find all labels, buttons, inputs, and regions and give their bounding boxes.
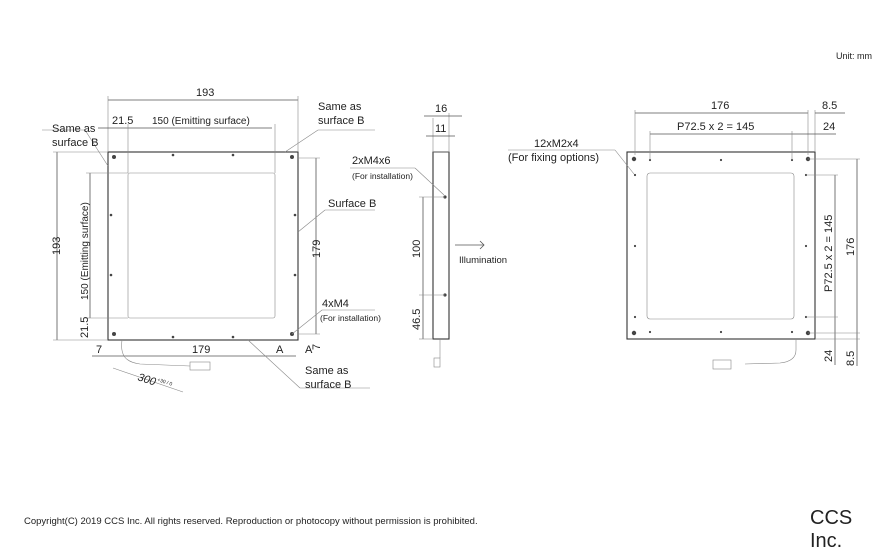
dim-spacing-46-5: 46.5 <box>411 309 423 330</box>
dim-offset-left: 21.5 <box>112 115 133 127</box>
label-same-as-b-b-1: Same as <box>305 365 349 377</box>
dim-cable-length: 300 <box>136 371 158 388</box>
dim-rear-height: 176 <box>845 238 857 256</box>
label-same-as-b-tl-2: surface B <box>52 137 98 149</box>
dim-depth-total: 16 <box>435 103 447 115</box>
illumination-arrow-icon <box>455 240 485 250</box>
label-m4x6: 2xM4x6 <box>352 155 391 167</box>
side-view: 16 11 2xM4x6 (For installation) 100 46.5… <box>350 103 507 368</box>
dim-width-total: 193 <box>196 87 214 99</box>
rear-connector <box>712 359 732 370</box>
section-a-right: A <box>305 344 313 356</box>
dim-rear-offset-24: 24 <box>823 121 835 133</box>
dim-rear-offset-24-bottom: 24 <box>823 350 835 362</box>
dim-hole-spacing-h: 179 <box>192 344 210 356</box>
dim-spacing-100: 100 <box>411 240 423 258</box>
label-same-as-b-b-2: surface B <box>305 379 351 391</box>
mounting-holes <box>109 153 297 339</box>
dim-depth-inner: 11 <box>435 123 446 135</box>
dim-rear-pitch-h: P72.5 x 2 = 145 <box>677 121 754 133</box>
dim-rear-offset-8-5-bottom: 8.5 <box>845 351 857 366</box>
dim-rear-width: 176 <box>711 100 729 112</box>
dim-edge-offset-right: 7 <box>311 344 323 350</box>
rear-window <box>646 172 795 320</box>
label-same-as-b-tr-2: surface B <box>318 115 364 127</box>
dim-rear-pitch-v: P72.5 x 2 = 145 <box>823 215 835 292</box>
side-connector <box>433 357 441 368</box>
rear-cable <box>744 339 797 365</box>
dim-cable-tolerance: +30 / 0 <box>156 377 173 388</box>
dim-height-total: 193 <box>51 237 63 255</box>
front-connector <box>189 361 211 371</box>
section-a-left: A <box>276 344 284 356</box>
label-same-as-b-tl-1: Same as <box>52 123 96 135</box>
emitting-surface <box>127 172 276 319</box>
label-m2-note: (For fixing options) <box>508 152 599 164</box>
label-m4x6-note: (For installation) <box>352 171 413 181</box>
copyright-notice: Copyright(C) 2019 CCS Inc. All rights re… <box>24 516 478 527</box>
label-surface-b: Surface B <box>328 198 376 210</box>
brand-logo-text: CCS Inc. <box>810 507 853 552</box>
front-view: 193 21.5 150 (Emitting surface) Same as … <box>42 87 381 393</box>
dim-emitting-height: 150 (Emitting surface) <box>80 202 91 300</box>
unit-label: Unit: mm <box>836 51 872 61</box>
dim-offset-bottom: 21.5 <box>79 317 91 338</box>
side-profile <box>432 151 450 340</box>
dim-emitting-width: 150 (Emitting surface) <box>152 116 250 127</box>
dim-rear-offset-8-5: 8.5 <box>822 100 837 112</box>
dim-hole-spacing-v: 179 <box>311 240 323 258</box>
label-m4-note: (For installation) <box>320 313 381 323</box>
label-m4: 4xM4 <box>322 298 349 310</box>
rear-panel-outline <box>626 151 816 340</box>
label-illumination: Illumination <box>459 255 507 266</box>
label-same-as-b-tr-1: Same as <box>318 101 362 113</box>
rear-view: 176 8.5 P72.5 x 2 = 145 24 12xM2x4 (For … <box>508 100 860 370</box>
dim-edge-offset: 7 <box>96 344 102 356</box>
front-panel-outline <box>107 151 299 341</box>
fixing-holes <box>631 156 811 336</box>
front-cable <box>121 339 191 367</box>
label-m2: 12xM2x4 <box>534 138 579 150</box>
